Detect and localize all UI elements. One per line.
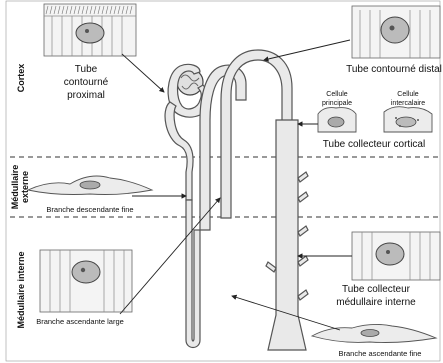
thin-descending-limb bbox=[186, 200, 200, 348]
principal-cell-illustration bbox=[318, 108, 356, 132]
zone-label-inner-medulla: Médullaire interne bbox=[16, 251, 26, 328]
thin-descending-cell-illustration bbox=[28, 176, 152, 195]
duct-branch-3 bbox=[298, 226, 308, 236]
duct-branch-6 bbox=[298, 290, 308, 300]
label-thin-descending: Branche descendante fine bbox=[46, 205, 133, 214]
leader-distal bbox=[264, 40, 350, 60]
label-distal-tubule: Tube contourné distal bbox=[346, 64, 442, 75]
leader-proximal bbox=[122, 54, 164, 92]
inner-collecting-cells-illustration bbox=[352, 232, 440, 280]
zone-label-outer-medulla: Médullaireexterne bbox=[10, 165, 30, 210]
leader-thick-ascending bbox=[120, 198, 220, 314]
intercalated-cell-illustration bbox=[384, 107, 432, 132]
thick-ascending-cells-illustration bbox=[40, 250, 132, 312]
label-cortical-collecting: Tube collecteur cortical bbox=[323, 139, 425, 150]
distal-cells-illustration bbox=[352, 6, 440, 58]
duct-branch-4 bbox=[298, 256, 308, 266]
zone-label-cortex: Cortex bbox=[16, 64, 26, 93]
duct-branch-1 bbox=[298, 172, 308, 182]
duct-branch-2 bbox=[298, 192, 308, 202]
label-thin-ascending: Branche ascendante fine bbox=[339, 349, 422, 358]
label-thick-ascending: Branche ascendante large bbox=[36, 317, 124, 326]
proximal-cells-illustration bbox=[44, 4, 136, 56]
duct-branch-5 bbox=[266, 262, 276, 272]
